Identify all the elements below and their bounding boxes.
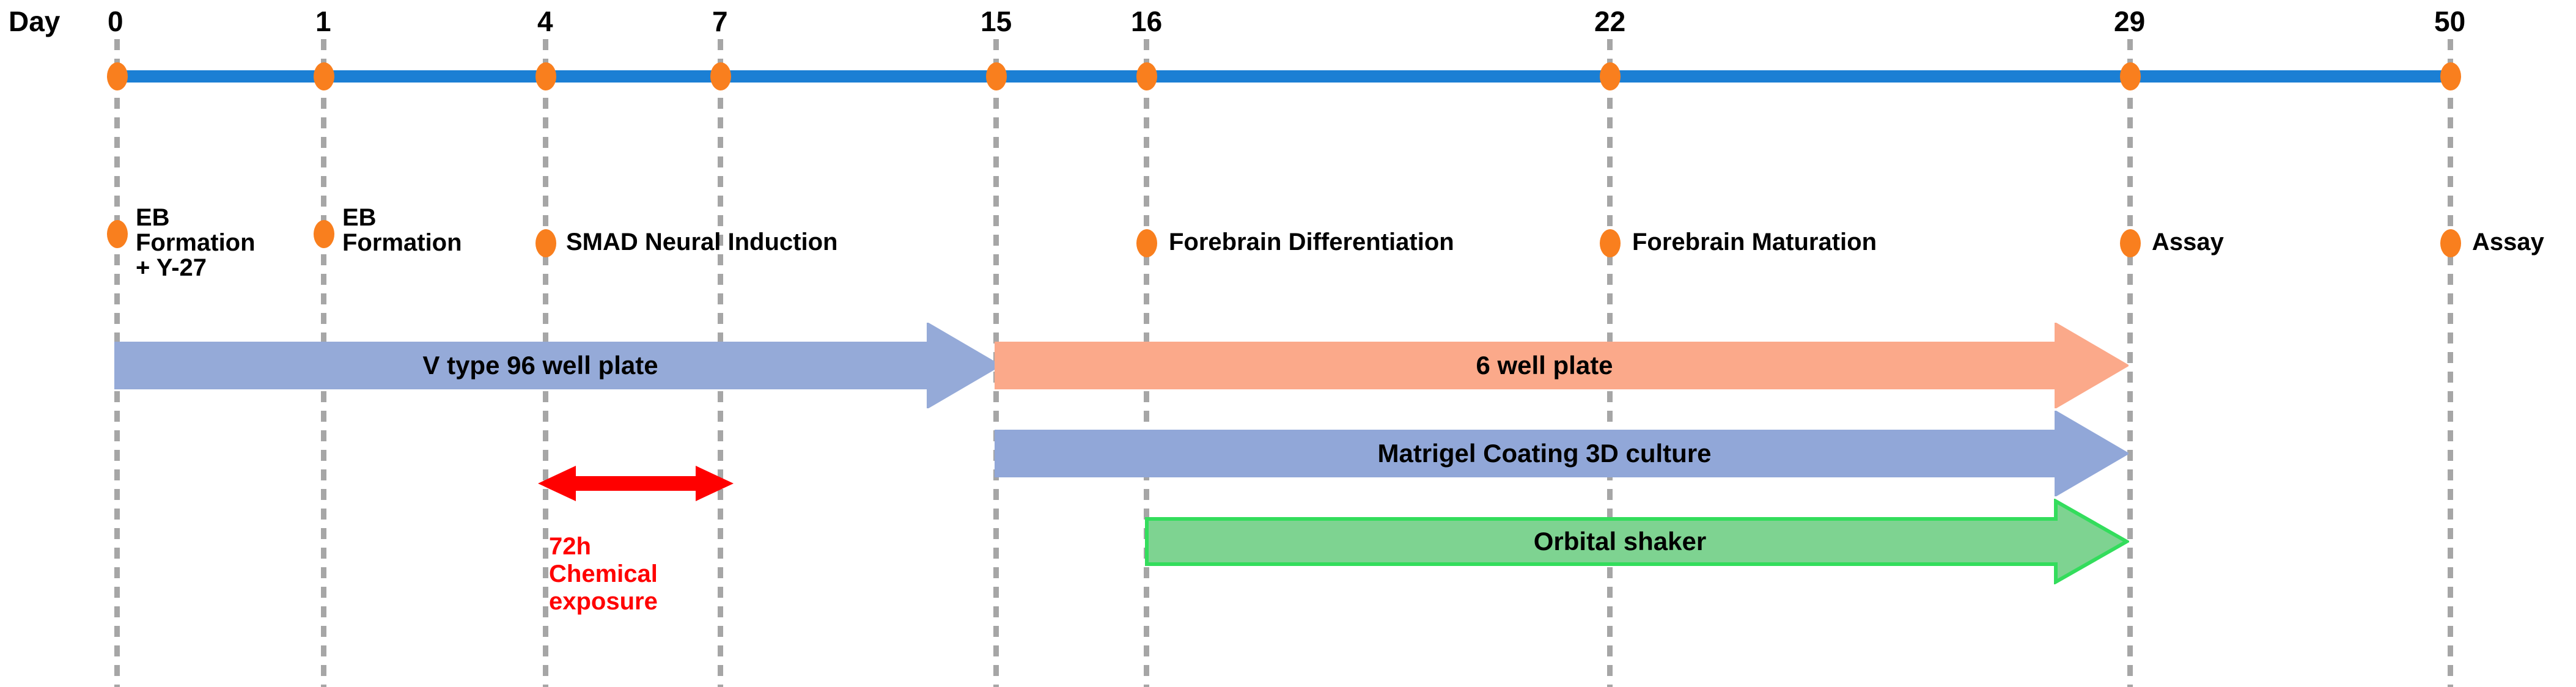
day-label-29: 29 [2114,6,2146,37]
chemical-exposure-double-arrow [538,462,734,505]
day-label-16: 16 [1131,6,1163,37]
phase-arrow-6-well-plate: 6 well plate [995,323,2129,408]
milestone-label-smad-neural-induction: SMAD Neural Induction [566,229,838,255]
chemical-exposure-label: 72h Chemical exposure [549,533,658,615]
gridline-day-50 [2448,39,2453,687]
axis-dot-day-16 [1136,62,1157,90]
axis-dot-day-15 [986,62,1007,90]
milestone-dot-smad-neural-induction [535,229,556,257]
axis-dot-day-0 [107,62,128,90]
day-label-7: 7 [712,6,728,37]
milestone-dot-assay-50 [2440,229,2461,257]
milestone-label-forebrain-differentiation: Forebrain Differentiation [1169,229,1454,255]
axis-dot-day-1 [314,62,334,90]
milestone-dot-forebrain-differentiation [1136,229,1157,257]
milestone-dot-eb-formation [314,220,334,248]
axis-dot-day-7 [710,62,731,90]
milestone-label-eb-formation-y27: EB Formation + Y-27 [136,204,256,282]
phase-arrow-v-type-96-well-plate: V type 96 well plate [114,323,1001,408]
day-label-22: 22 [1594,6,1626,37]
phase-arrow-orbital-shaker: Orbital shaker [1145,499,2129,584]
axis-dot-day-4 [535,62,556,90]
timeline-axis [117,70,2456,83]
milestone-dot-forebrain-maturation [1600,229,1621,257]
gridline-day-29 [2127,39,2133,687]
day-label-4: 4 [537,6,553,37]
axis-dot-day-22 [1600,62,1621,90]
axis-dot-day-29 [2120,62,2141,90]
day-label-15: 15 [981,6,1012,37]
milestone-label-assay-29: Assay [2152,229,2224,255]
milestone-label-forebrain-maturation: Forebrain Maturation [1632,229,1877,255]
milestone-label-eb-formation: EB Formation [342,204,462,257]
day-label-50: 50 [2434,6,2466,37]
day-label-1: 1 [315,6,331,37]
day-prefix-label: Day [9,6,61,37]
day-label-0: 0 [108,6,123,37]
milestone-dot-assay-29 [2120,229,2141,257]
milestone-label-assay-50: Assay [2472,229,2544,255]
milestone-dot-eb-formation-y27 [107,220,128,248]
axis-dot-day-50 [2440,62,2461,90]
phase-arrow-matrigel-coating-3d-culture: Matrigel Coating 3D culture [995,411,2129,496]
